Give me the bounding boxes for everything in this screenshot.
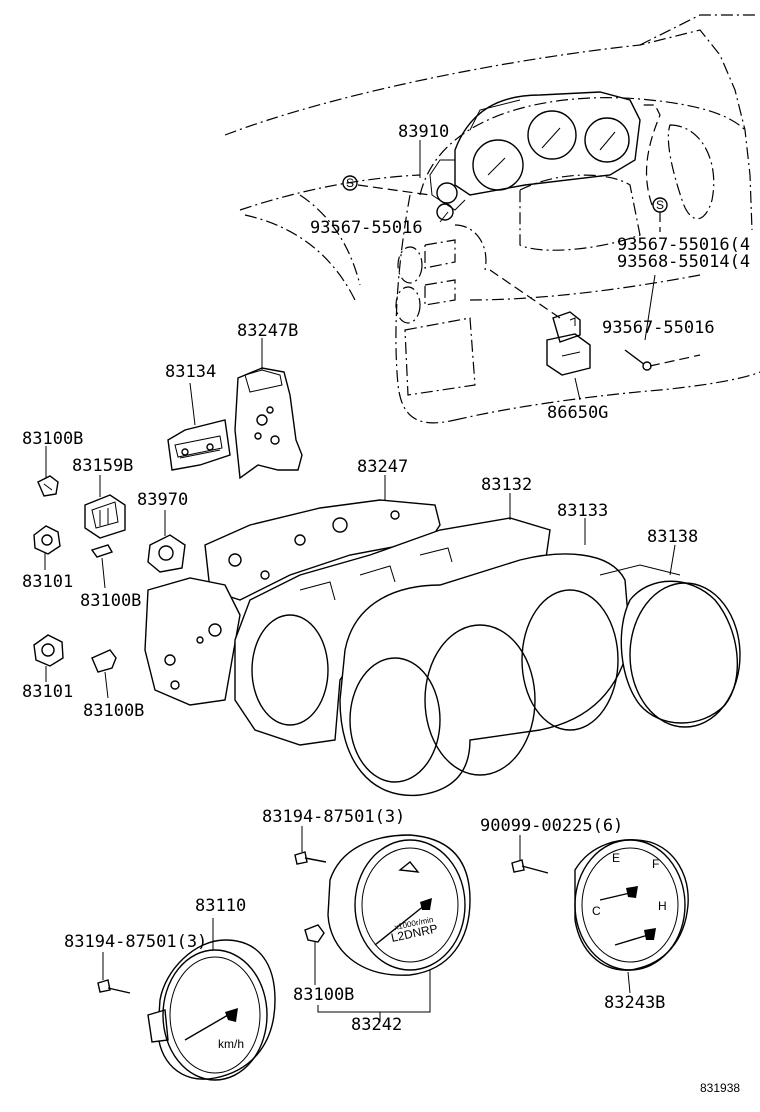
bulb-83100B-mid xyxy=(90,544,114,558)
label-83970: 83970 xyxy=(137,490,188,510)
leader-83100B-mid xyxy=(101,557,106,589)
socket-83970 xyxy=(147,534,186,573)
lens-83133 xyxy=(339,553,631,797)
screw-marker-left: S xyxy=(342,175,358,191)
label-83100B-bottom: 83100B xyxy=(83,701,144,721)
label-93568-55014: 93568-55014(4 xyxy=(617,252,750,272)
temp-cold: C xyxy=(592,904,601,918)
fuel-empty: E xyxy=(612,851,620,865)
label-83194-87501-left: 83194-87501(3) xyxy=(64,932,207,952)
label-86650G: 86650G xyxy=(547,403,608,423)
leader-dash-buzzer xyxy=(489,269,561,319)
label-83247: 83247 xyxy=(357,457,408,477)
tachometer-83242: L2DNRP x1000r/min xyxy=(327,834,471,976)
temp-hot: H xyxy=(658,899,667,913)
label-90099-00225: 90099-00225(6) xyxy=(480,816,623,836)
socket-83101-top xyxy=(33,525,61,555)
label-93567-55016-left: 93567-55016 xyxy=(310,218,423,238)
screw-83194-87501-center xyxy=(294,851,327,865)
label-83133: 83133 xyxy=(557,501,608,521)
leader-83134 xyxy=(189,382,196,426)
leader-93567-left xyxy=(439,211,449,223)
fuel-full: F xyxy=(652,857,659,871)
bracket-83247B xyxy=(234,367,303,480)
label-83910: 83910 xyxy=(398,122,449,142)
socket-83101-bottom xyxy=(33,634,64,667)
fuel-temp-gauge-83243B: E F C H xyxy=(574,839,689,971)
connector-83159B xyxy=(84,494,126,539)
label-93567-55016-right: 93567-55016(4 xyxy=(617,235,750,255)
glass-83138 xyxy=(599,564,741,728)
screw-83194-87501-left xyxy=(97,979,131,994)
label-83242: 83242 xyxy=(351,1015,402,1035)
buzzer-86650G xyxy=(546,311,591,376)
bulb-83100B-lower xyxy=(304,924,325,943)
label-93567-55016-bracket: 93567-55016 xyxy=(602,318,715,338)
svg-text:S: S xyxy=(656,198,664,212)
label-83100B-mid: 83100B xyxy=(80,591,141,611)
leader-dash-bracket xyxy=(649,354,701,367)
leader-83242-bracket xyxy=(317,970,431,1013)
leader-83138 xyxy=(669,544,676,576)
leader-86650G xyxy=(574,377,581,401)
bracket-83134 xyxy=(167,419,231,471)
dashboard-outline xyxy=(224,14,760,424)
label-83138: 83138 xyxy=(647,527,698,547)
screw-90099-00225 xyxy=(511,859,549,874)
bulb-83100B-bottom xyxy=(91,649,117,673)
leader-83243B xyxy=(627,971,631,994)
leader-dash-left xyxy=(357,184,431,196)
rear-plate xyxy=(144,577,241,706)
screw-93567-55016-bracket xyxy=(624,349,652,371)
speedometer-83110: km/h xyxy=(147,939,276,1081)
label-83101-bottom: 83101 xyxy=(22,682,73,702)
installed-cluster xyxy=(429,91,641,221)
printed-circuit-83247 xyxy=(204,499,441,601)
leader-dash-right xyxy=(640,104,661,206)
label-83132: 83132 xyxy=(481,475,532,495)
speedometer-unit: km/h xyxy=(218,1037,244,1051)
label-83110: 83110 xyxy=(195,896,246,916)
label-83194-87501-center: 83194-87501(3) xyxy=(262,807,405,827)
label-83100B-top: 83100B xyxy=(22,429,83,449)
label-83243B: 83243B xyxy=(604,993,665,1013)
label-83247B: 83247B xyxy=(237,321,298,341)
label-83159B: 83159B xyxy=(72,456,133,476)
label-83100B-lower: 83100B xyxy=(293,985,354,1005)
leader-83100B-bottom xyxy=(104,671,109,699)
bulb-83100B-top xyxy=(37,475,59,497)
screw-marker-right: S xyxy=(652,197,668,213)
label-83134: 83134 xyxy=(165,362,216,382)
label-83101-top: 83101 xyxy=(22,572,73,592)
svg-text:S: S xyxy=(346,176,354,190)
drawing-number: 831938 xyxy=(700,1081,740,1095)
leader-93567-bracket xyxy=(644,274,656,341)
